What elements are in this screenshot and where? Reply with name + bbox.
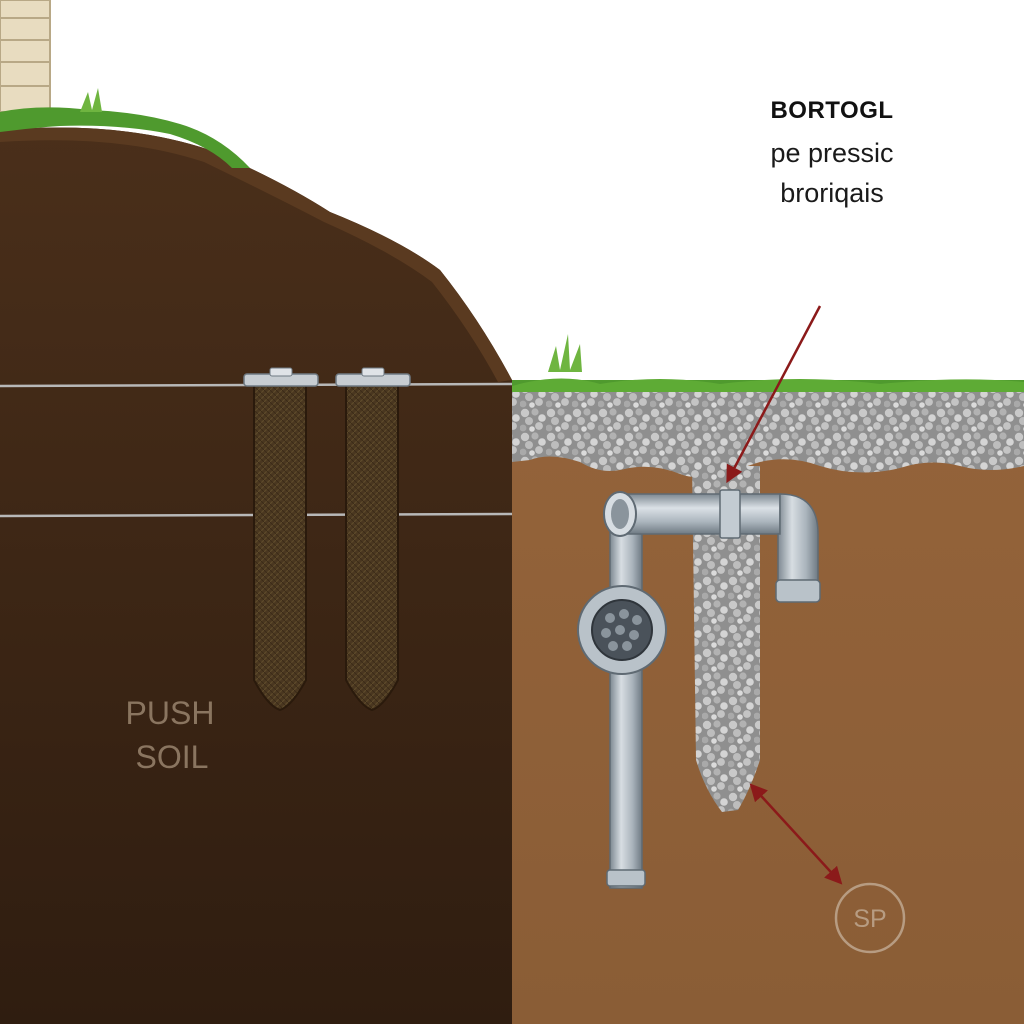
push-soil-label-line2: SOIL	[136, 739, 209, 775]
house-siding	[0, 0, 50, 112]
soil-stake-1	[244, 368, 318, 710]
callout-title: BORTOGL	[770, 97, 893, 124]
pipe-elbow	[778, 494, 818, 590]
push-soil-label-line1: PUSH	[126, 695, 215, 731]
callout-line-2: pe pressic	[770, 138, 893, 168]
horizontal-pipe	[620, 494, 780, 534]
strainer-icon	[578, 586, 666, 674]
sp-badge-text: SP	[853, 905, 886, 933]
soil-stake-2	[336, 368, 410, 710]
vertical-pipe	[610, 520, 642, 888]
light-soil-block	[512, 388, 1024, 1024]
callout-line-3: broriqais	[780, 178, 884, 208]
